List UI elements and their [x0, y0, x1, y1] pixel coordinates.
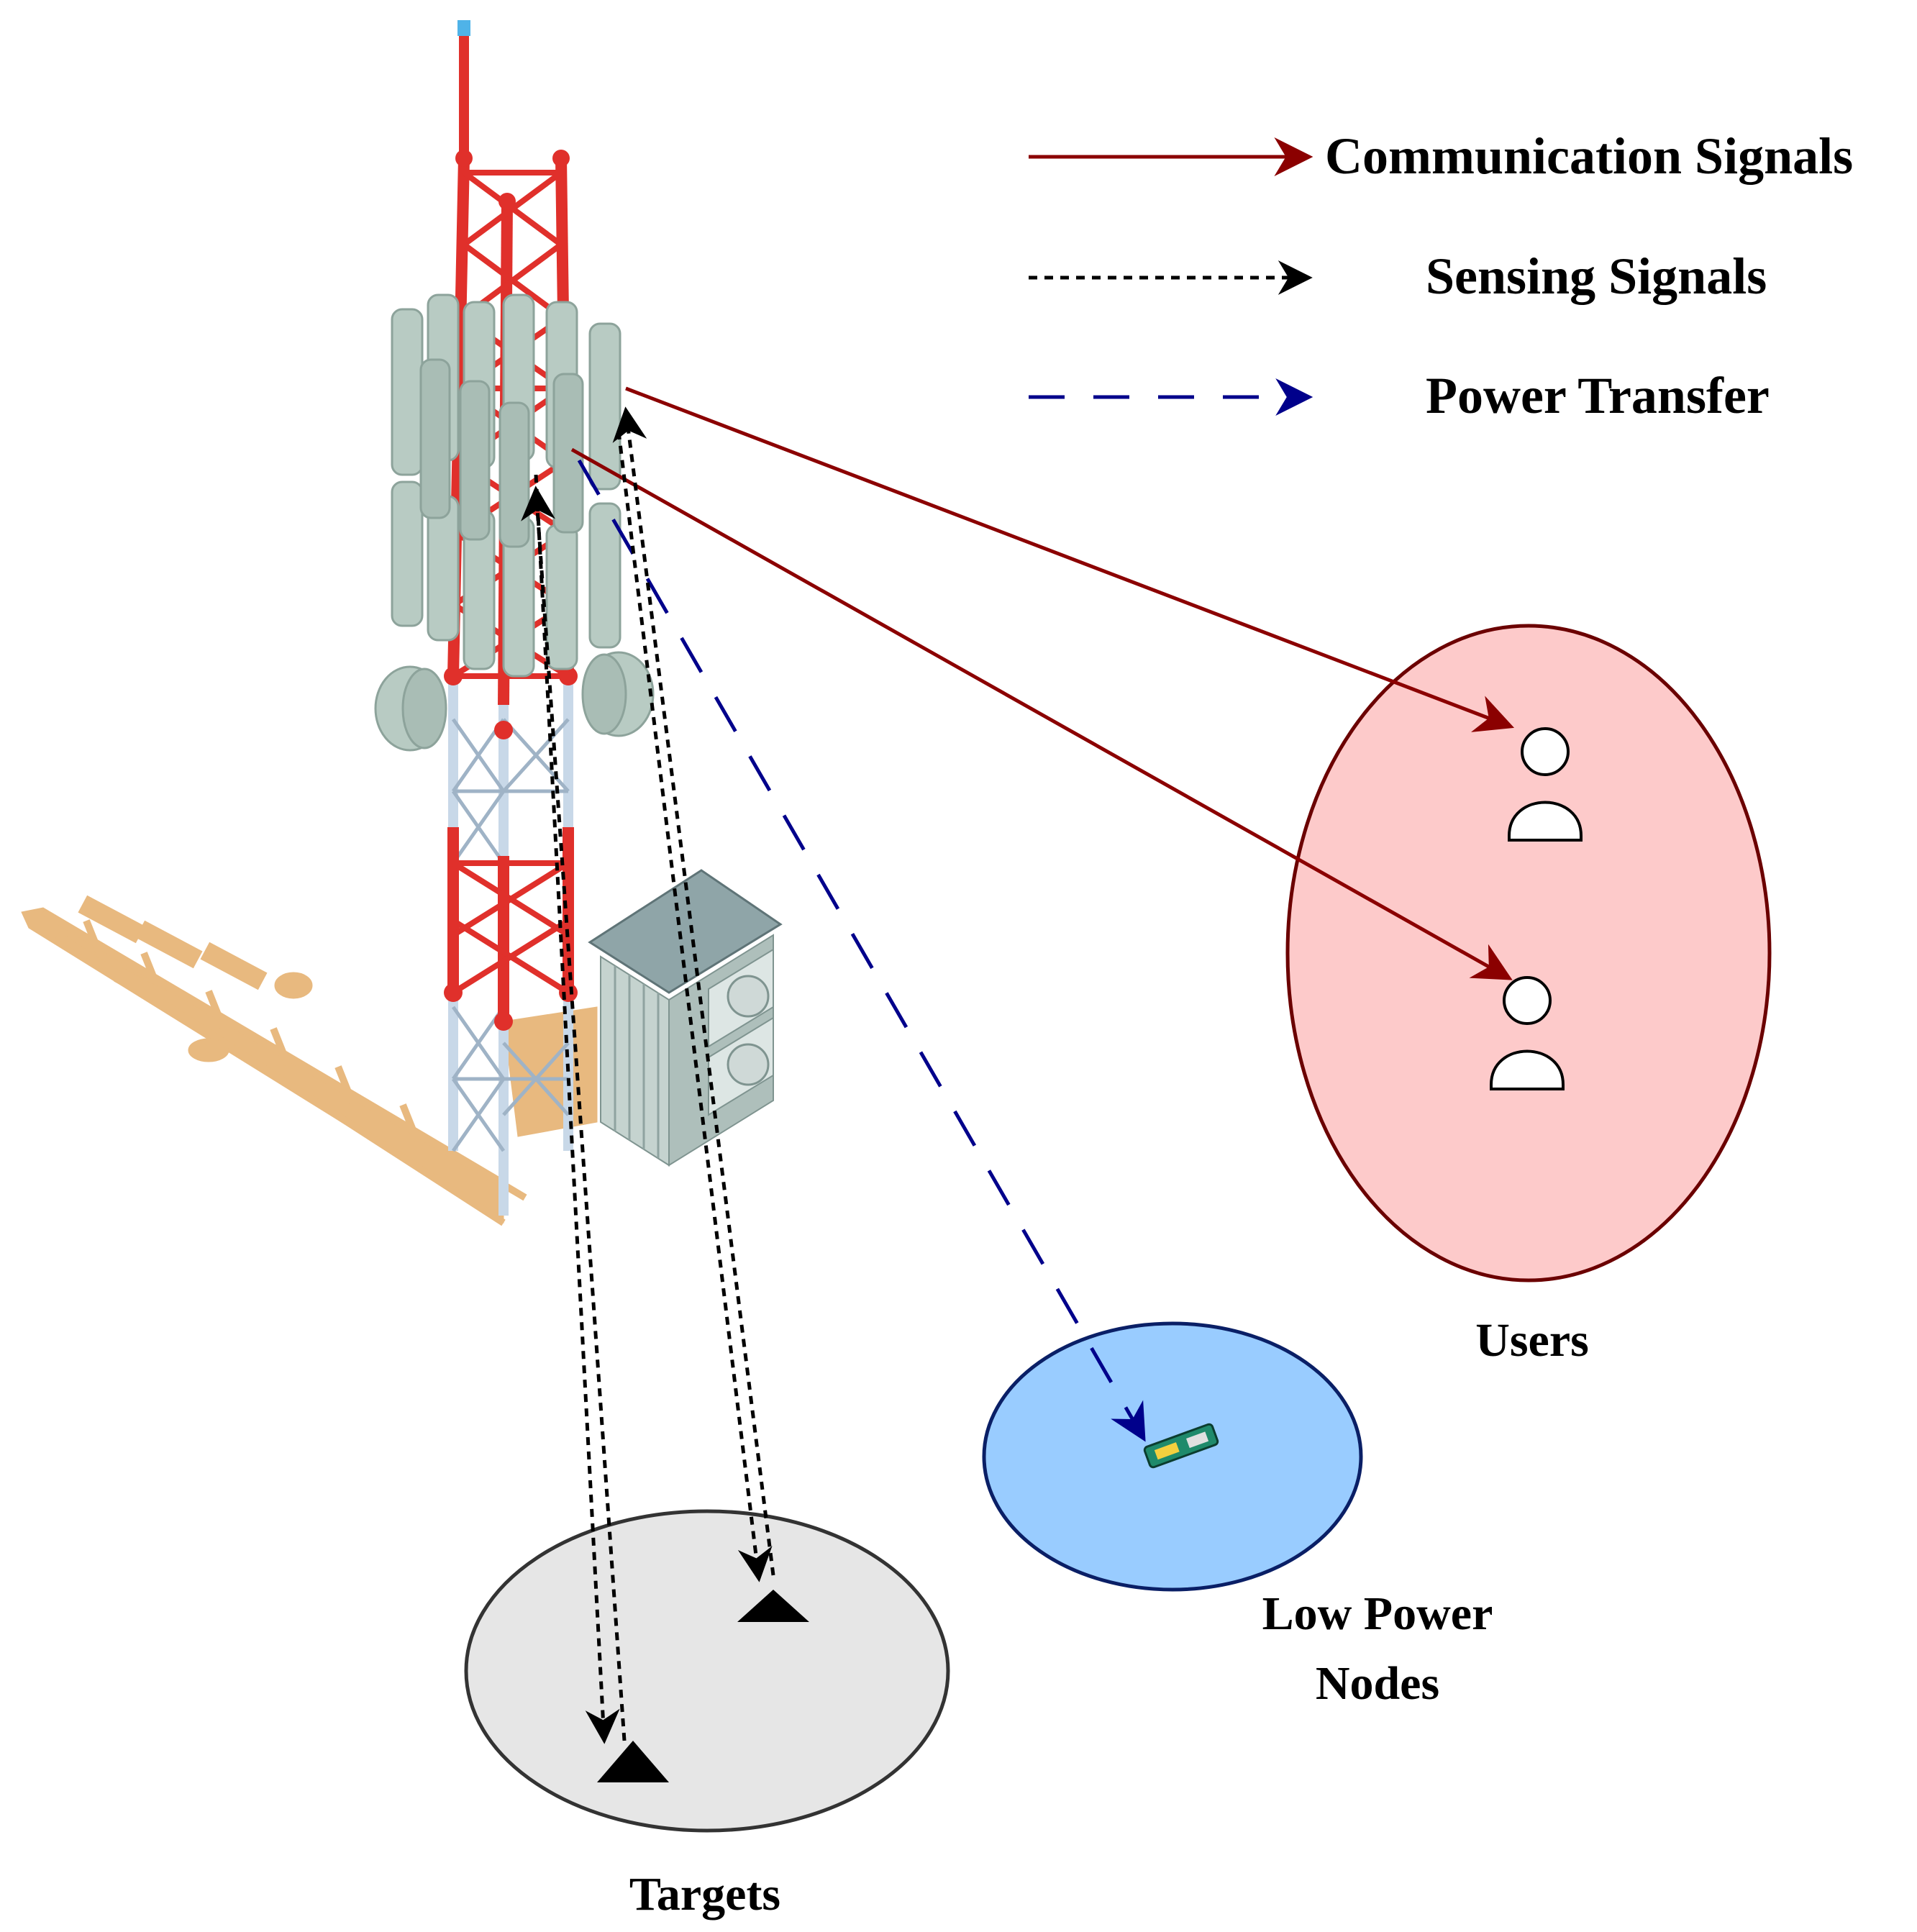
low-power-region: Low Power Nodes	[982, 1321, 1493, 1710]
user-icon	[1490, 976, 1565, 1090]
targets-label: Targets	[629, 1868, 780, 1920]
power-transfer-arrow	[577, 459, 1146, 1442]
legend-sensing-label: Sensing Signals	[1426, 247, 1767, 305]
sensing-signals	[521, 406, 775, 1744]
targets-region: Targets	[464, 1509, 950, 1920]
communication-arrow-user-2	[570, 447, 1513, 980]
communication-signals	[570, 386, 1515, 980]
dish-antennas	[374, 651, 655, 752]
antenna-array	[391, 293, 621, 678]
low-power-label-line1: Low Power	[1262, 1587, 1493, 1640]
sensor-node-icon	[1143, 1423, 1219, 1469]
low-power-label-line2: Nodes	[1316, 1657, 1439, 1710]
target-triangle	[597, 1741, 669, 1782]
tower-shadow	[21, 895, 598, 1226]
cabinet-fan-bottom	[708, 1016, 774, 1116]
cabinet-fan-top	[708, 948, 774, 1048]
target-triangle	[737, 1590, 809, 1622]
legend: Communication Signals Sensing Signals Po…	[1029, 127, 1853, 424]
sensing-arrow-up-2	[612, 406, 775, 1576]
users-region: Users	[1285, 624, 1772, 1367]
communication-arrow-user-1	[625, 386, 1515, 732]
legend-communication-label: Communication Signals	[1325, 127, 1853, 185]
tower-beacon	[457, 20, 470, 36]
sensing-arrow-down-2	[616, 431, 773, 1582]
legend-power-label: Power Transfer	[1426, 367, 1770, 424]
targets-ellipse	[464, 1509, 950, 1833]
users-ellipse	[1285, 624, 1772, 1282]
power-transfer-signal	[577, 459, 1146, 1442]
sensing-arrow-up-1	[521, 486, 627, 1741]
user-icon	[1508, 727, 1583, 842]
users-label: Users	[1475, 1314, 1589, 1367]
equipment-cabinet	[588, 869, 783, 1167]
sensing-arrow-down-1	[534, 474, 620, 1744]
